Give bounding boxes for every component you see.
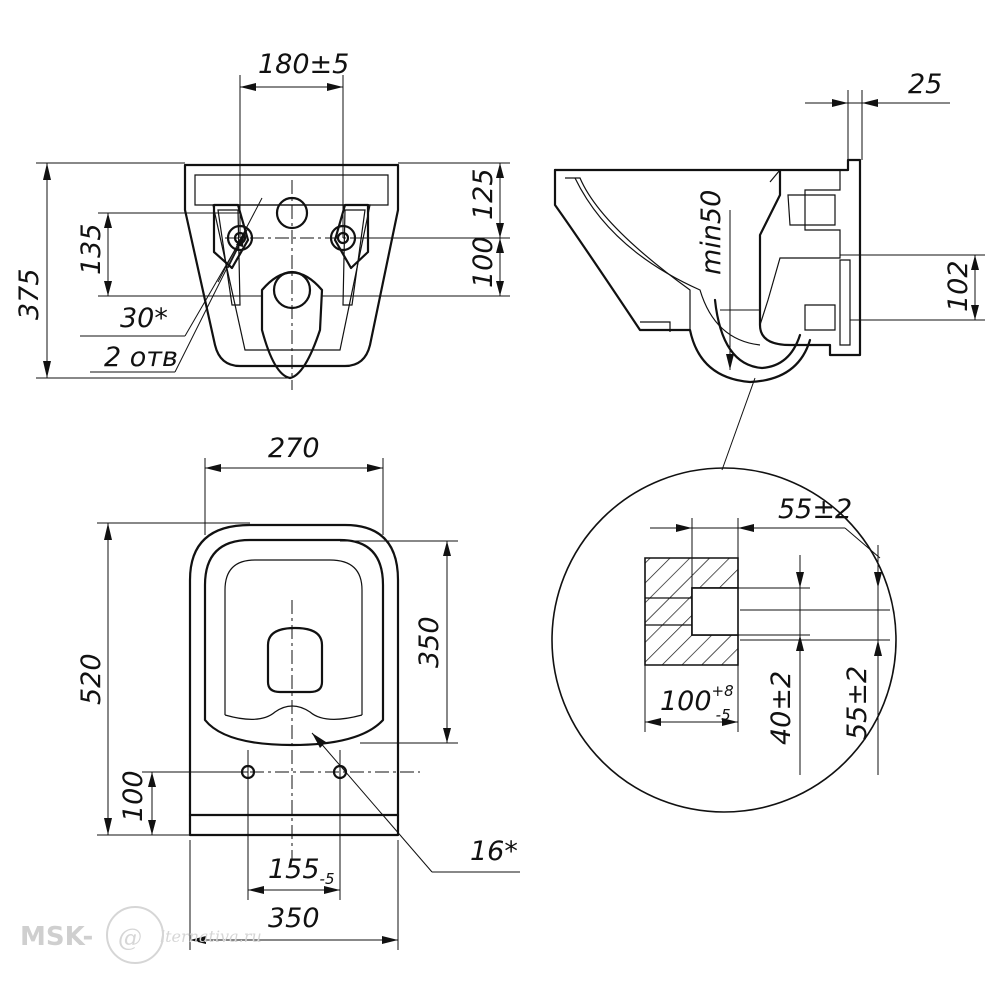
front-view [36,75,510,390]
side-view [553,90,985,471]
dim-16-angle: 16* [470,836,518,867]
dim-100-plan: 100 [118,770,149,822]
dim-350-bowl: 350 [414,616,445,668]
dim-25: 25 [908,69,942,100]
dim-375: 375 [14,268,45,320]
watermark-tail: lternativa.ru [160,927,262,946]
dim-350-total: 350 [268,903,320,934]
dim-270: 270 [268,433,320,464]
dim-520: 520 [76,653,107,705]
dim-125: 125 [468,168,499,220]
dim-55-right: 55±2 [842,666,873,740]
dim-100-detail: 100+8-5 [660,682,734,724]
dim-155: 155-5 [268,854,335,888]
dim-180: 180±5 [258,49,349,80]
watermark-at: @ [118,924,142,952]
watermark-brand: MSK- [20,922,93,952]
dim-min50: min50 [696,190,727,275]
detail-view [551,467,897,813]
dim-40: 40±2 [766,671,797,745]
dim-30-angle: 30* [120,303,168,334]
dim-55-top: 55±2 [778,494,852,525]
dim-135: 135 [76,223,107,275]
plan-view [97,458,520,950]
watermark: MSK- @ lternativa.ru [20,906,262,964]
dim-100-front: 100 [468,236,499,288]
holes-count-label: 2 отв [104,342,178,373]
dim-102: 102 [943,260,974,312]
